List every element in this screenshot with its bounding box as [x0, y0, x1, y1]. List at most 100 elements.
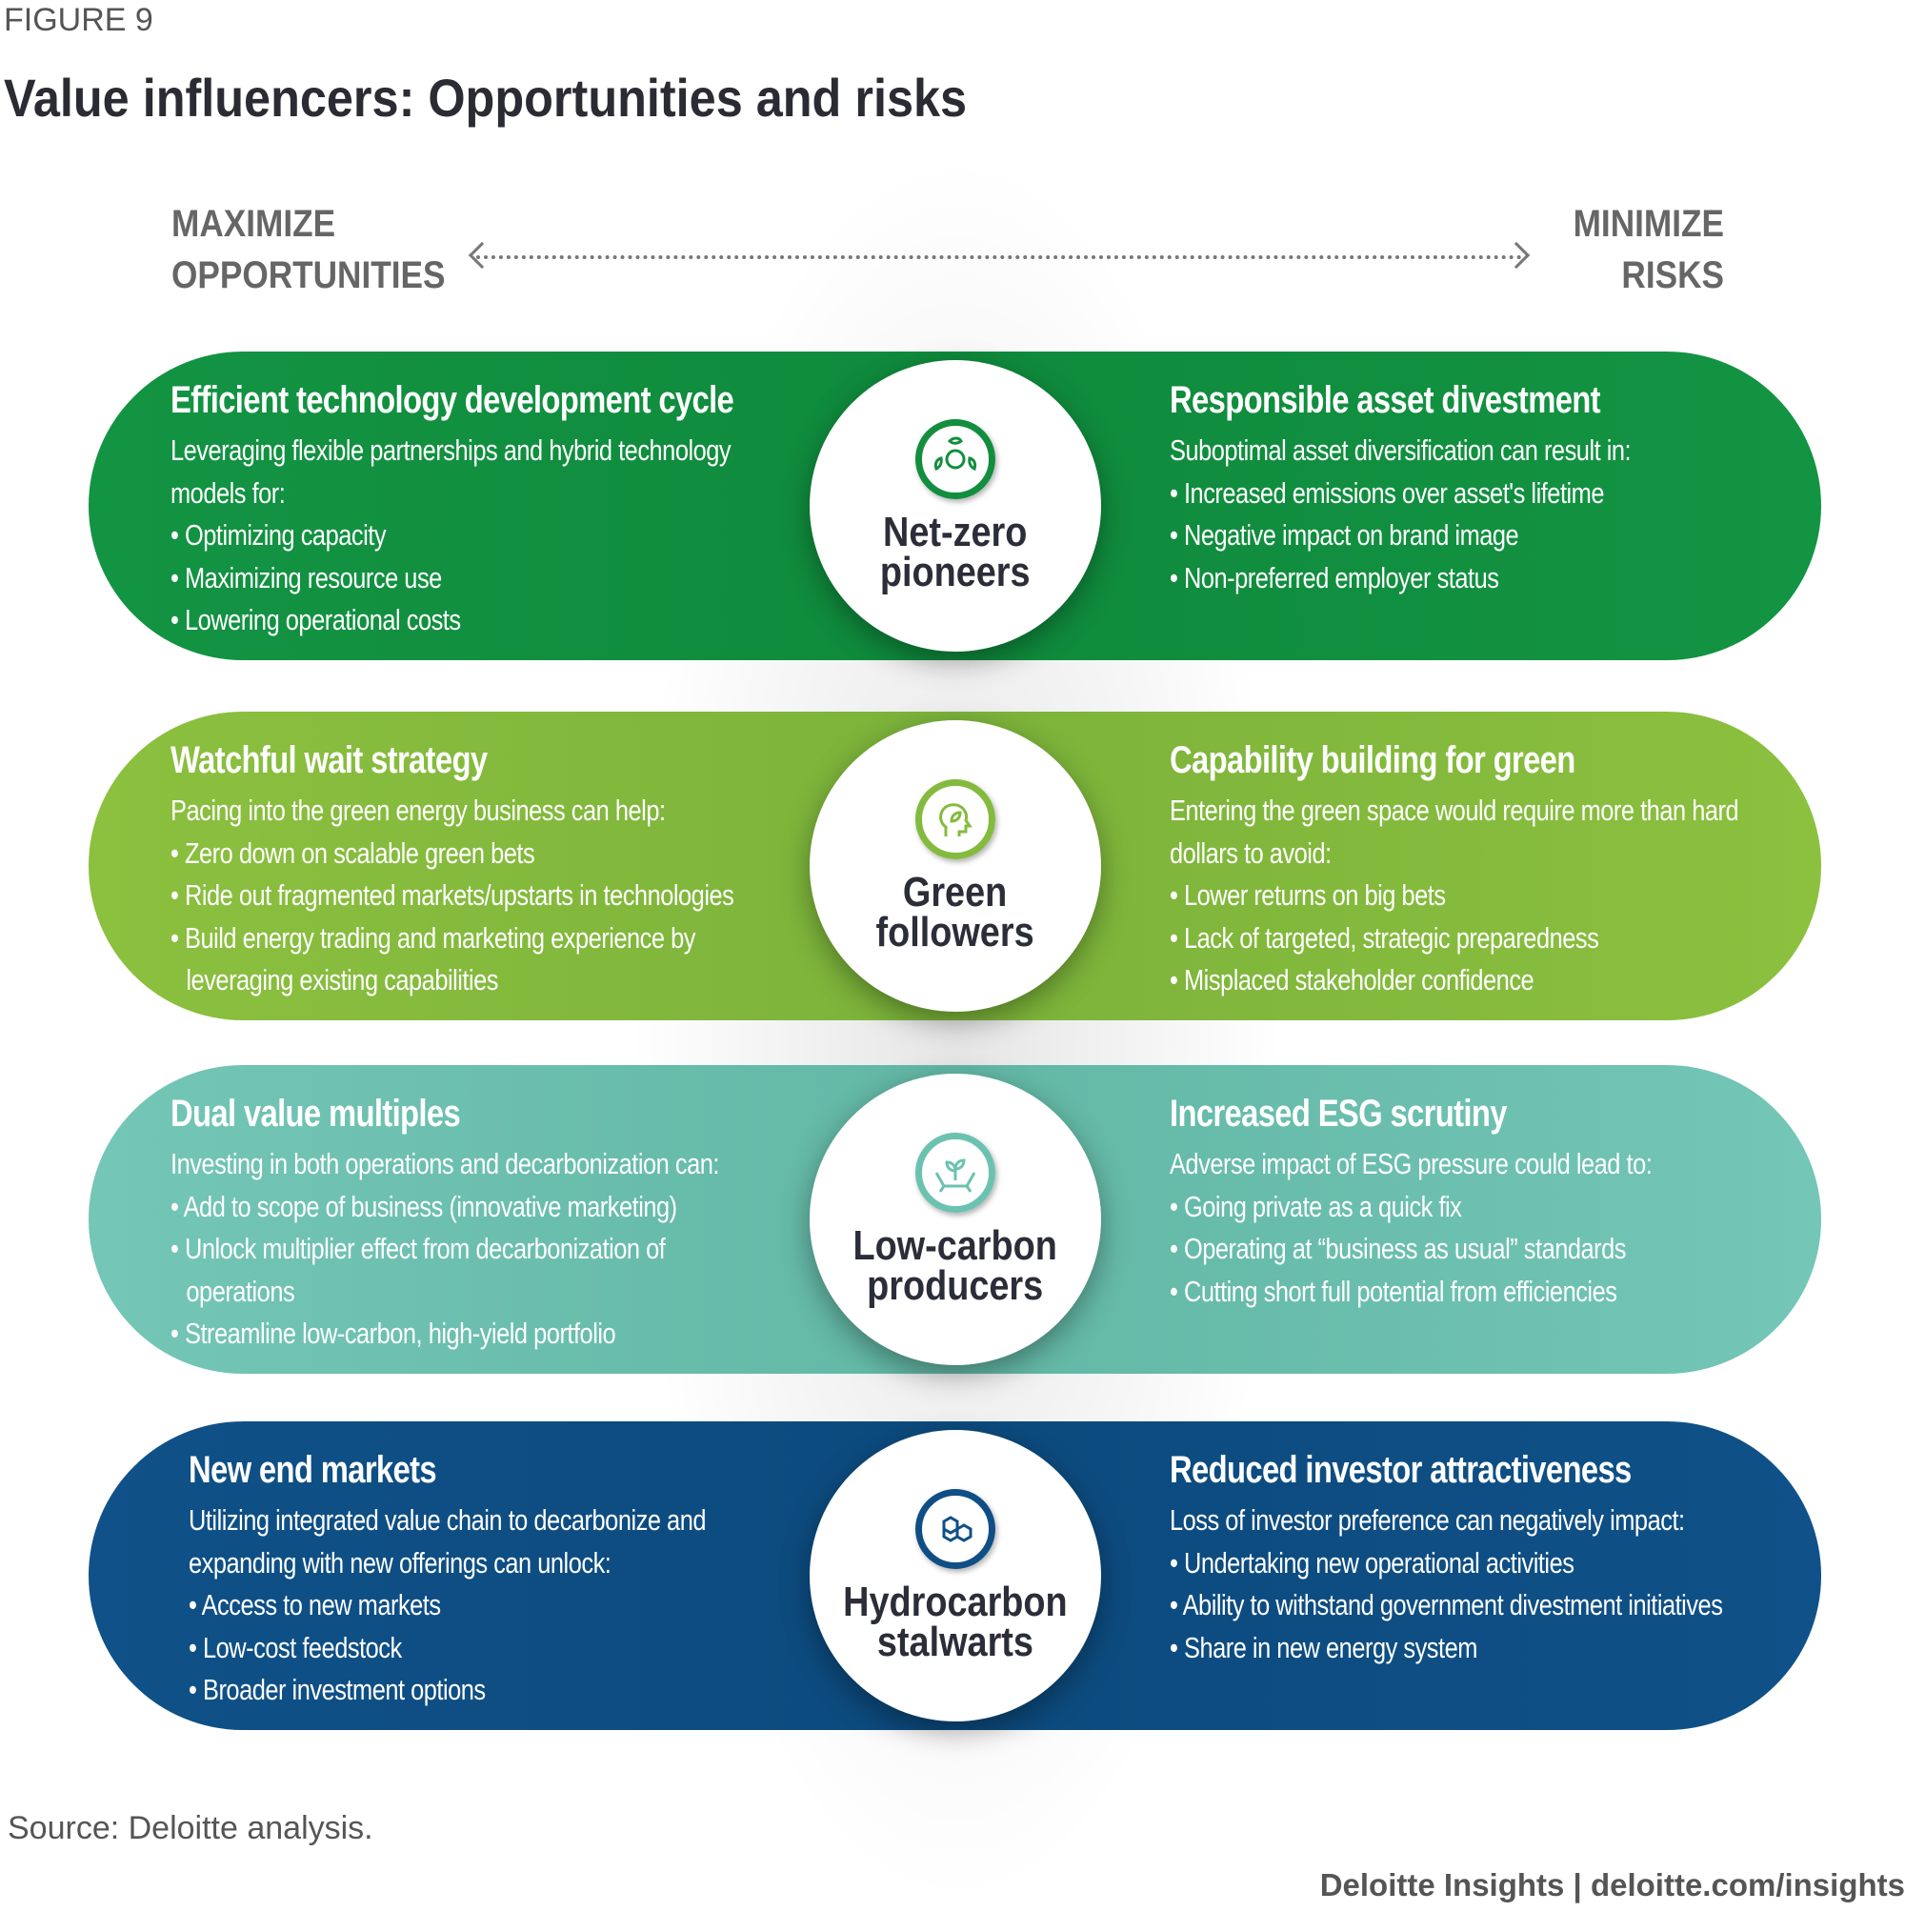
right-intro: Entering the green space would require m…	[1170, 794, 1739, 870]
bullet-item: • Operating at “business as usual” stand…	[1170, 1232, 1626, 1265]
axis-left-line: MAXIMIZE	[171, 203, 336, 245]
page-title: Value influencers: Opportunities and ris…	[4, 68, 968, 128]
hexagon-molecule-icon	[915, 1489, 995, 1569]
left-heading: Watchful wait strategy	[170, 739, 488, 781]
bullet-text: Undertaking new operational activities	[1183, 1545, 1574, 1580]
bullet-item: • Unlock multiplier effect from decarbon…	[170, 1232, 666, 1308]
bullet-text: Misplaced stakeholder confidence	[1183, 963, 1534, 996]
bullet-text: Lower returns on big bets	[1183, 878, 1446, 912]
bullet-text: Low-cost feedstock	[202, 1630, 402, 1664]
bullet-text: Lack of targeted, strategic preparedness	[1183, 920, 1599, 955]
axis-left-line: OPPORTUNITIES	[171, 254, 446, 296]
right-heading: Increased ESG scrutiny	[1170, 1093, 1507, 1135]
bullet-item: • Add to scope of business (innovative m…	[170, 1189, 678, 1223]
bullet-item: • Increased emissions over asset's lifet…	[1170, 475, 1605, 510]
source-note: Source: Deloitte analysis.	[8, 1810, 373, 1846]
bullet-text: Access to new markets	[201, 1588, 442, 1621]
brand-footer: Deloitte Insights | deloitte.com/insight…	[1319, 1867, 1905, 1902]
bullet-text: Unlock multiplier effect from decarboniz…	[184, 1232, 666, 1308]
left-heading: New end markets	[189, 1449, 437, 1491]
left-heading: Dual value multiples	[170, 1093, 461, 1135]
arrow-left-icon	[468, 241, 496, 270]
left-heading: Efficient technology development cycle	[170, 379, 734, 421]
bullet-text: Non-preferred employer status	[1183, 560, 1499, 594]
left-intro: Leveraging flexible partnerships and hyb…	[170, 433, 732, 510]
recycle-globe-icon	[915, 419, 995, 499]
axis-label-left: MAXIMIZE OPPORTUNITIES	[171, 198, 445, 301]
bullet-item: • Zero down on scalable green bets	[170, 835, 535, 870]
bullet-item: • Ability to withstand government divest…	[1170, 1588, 1723, 1621]
bullet-text: Streamline low-carbon, high-yield portfo…	[184, 1317, 616, 1350]
bullet-text: Lowering operational costs	[184, 603, 461, 636]
bullet-text: Build energy trading and marketing exper…	[184, 920, 695, 997]
bullet-item: • Broader investment options	[189, 1673, 486, 1706]
bullet-item: • Low-cost feedstock	[189, 1630, 402, 1664]
axis-right-line: RISKS	[1621, 254, 1724, 296]
bullet-item: • Share in new energy system	[1170, 1630, 1477, 1664]
bullet-item: • Negative impact on brand image	[1170, 518, 1519, 552]
bullet-item: • Access to new markets	[189, 1588, 442, 1621]
bullet-item: • Ride out fragmented markets/upstarts i…	[170, 878, 734, 912]
bullet-item: • Maximizing resource use	[170, 560, 442, 594]
axis-right-line: MINIMIZE	[1573, 203, 1724, 245]
bullet-item: • Streamline low-carbon, high-yield port…	[170, 1317, 616, 1350]
bullet-item: • Lower returns on big bets	[1170, 878, 1446, 912]
bullet-text: Share in new energy system	[1183, 1630, 1477, 1664]
bullet-text: Going private as a quick fix	[1183, 1189, 1462, 1223]
bullet-item: • Undertaking new operational activities	[1170, 1545, 1574, 1580]
bullet-text: Broader investment options	[202, 1673, 486, 1706]
figure-label: FIGURE 9	[4, 2, 153, 38]
bullet-text: Ride out fragmented markets/upstarts in …	[184, 878, 734, 912]
bullet-text: Ability to withstand government divestme…	[1182, 1588, 1723, 1621]
bullet-text: Maximizing resource use	[184, 560, 442, 594]
right-heading: Reduced investor attractiveness	[1170, 1449, 1632, 1491]
bullet-item: • Lack of targeted, strategic preparedne…	[1170, 920, 1599, 955]
bullet-text: Optimizing capacity	[184, 518, 387, 552]
bullet-text: Increased emissions over asset's lifetim…	[1183, 475, 1605, 510]
bullet-item: • Lowering operational costs	[170, 603, 461, 636]
left-intro: Pacing into the green energy business ca…	[170, 794, 666, 827]
head-leaf-icon	[915, 779, 995, 859]
left-intro: Investing in both operations and decarbo…	[170, 1147, 719, 1180]
hands-sprout-icon	[915, 1133, 995, 1213]
bullet-item: • Non-preferred employer status	[1170, 560, 1499, 594]
right-intro: Suboptimal asset diversification can res…	[1170, 433, 1632, 467]
bullet-item: • Build energy trading and marketing exp…	[170, 920, 695, 997]
bullet-text: Zero down on scalable green bets	[184, 835, 535, 870]
bullet-item: • Cutting short full potential from effi…	[1170, 1274, 1617, 1308]
bullet-item: • Optimizing capacity	[170, 518, 387, 552]
bullet-item: • Misplaced stakeholder confidence	[1170, 963, 1534, 996]
bullet-item: • Going private as a quick fix	[1170, 1189, 1462, 1223]
bullet-text: Operating at “business as usual” standar…	[1183, 1232, 1626, 1265]
bullet-text: Cutting short full potential from effici…	[1183, 1274, 1617, 1308]
axis-label-right: MINIMIZE RISKS	[1574, 198, 1724, 301]
right-intro: Adverse impact of ESG pressure could lea…	[1170, 1147, 1653, 1180]
bullet-text: Negative impact on brand image	[1183, 518, 1519, 552]
bullet-text: Add to scope of business (innovative mar…	[183, 1189, 678, 1223]
left-intro: Utilizing integrated value chain to deca…	[189, 1503, 706, 1580]
double-arrow	[468, 241, 1531, 270]
right-heading: Responsible asset divestment	[1170, 379, 1601, 421]
right-intro: Loss of investor preference can negative…	[1170, 1503, 1685, 1537]
right-heading: Capability building for green	[1170, 739, 1575, 781]
